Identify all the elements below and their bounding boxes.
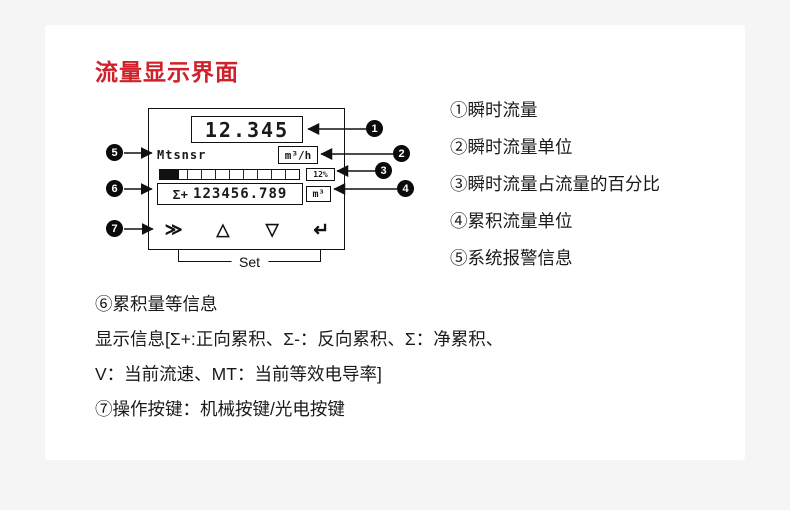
total-unit-value: m³: [312, 188, 325, 200]
instant-unit-value: m³/h: [284, 148, 312, 162]
note-line-2: 显示信息[Σ+:正向累积、Σ-：反向累积、Σ：净累积、: [95, 329, 504, 349]
instant-unit-box: m³/h: [278, 146, 318, 164]
note-line-1: ⑥累积量等信息: [95, 294, 218, 314]
note-line-4: ⑦操作按键：机械按键/光电按键: [95, 399, 345, 419]
legend-list: ①瞬时流量 ②瞬时流量单位 ③瞬时流量占流量的百分比 ④累积流量单位 ⑤系统报警…: [450, 99, 660, 269]
legend-item-4: ④累积流量单位: [450, 211, 573, 231]
total-prefix: Σ+: [172, 186, 189, 202]
notes-block: ⑥累积量等信息 显示信息[Σ+:正向累积、Σ-：反向累积、Σ：净累积、 V：当前…: [95, 287, 705, 427]
alarm-text: Mtsnsr: [157, 148, 207, 162]
legend-item-2: ②瞬时流量单位: [450, 137, 573, 157]
callout-badge-6: 6: [106, 180, 123, 197]
percent-bar-ticks: [160, 170, 299, 179]
button-row: ≫ △ ▽ ↵: [149, 215, 346, 245]
skip-button-icon: ≫: [164, 220, 183, 239]
legend-item-5: ⑤系统报警信息: [450, 248, 573, 268]
device-panel: 12.345 Mtsnsr m³/h 12% Σ+ 123456.789 m³ …: [148, 108, 345, 250]
content-card: 流量显示界面 12.345 Mtsnsr m³/h 12% Σ+ 123456.…: [45, 25, 745, 460]
legend-item-1: ①瞬时流量: [450, 100, 538, 120]
set-bracket: Set: [178, 250, 321, 270]
set-label: Set: [230, 253, 269, 270]
callout-badge-2: 2: [393, 145, 410, 162]
callout-badge-7: 7: [106, 220, 123, 237]
instant-flow-value: 12.345: [204, 117, 290, 142]
percent-box: 12%: [306, 168, 335, 181]
percent-bar: [159, 169, 300, 180]
page-title: 流量显示界面: [95, 59, 239, 85]
down-button-icon: ▽: [265, 220, 279, 239]
callout-badge-1: 1: [366, 120, 383, 137]
total-flow-display: Σ+ 123456.789: [157, 183, 303, 205]
flowmeter-diagram: 12.345 Mtsnsr m³/h 12% Σ+ 123456.789 m³ …: [45, 25, 745, 460]
callout-badge-3: 3: [375, 162, 392, 179]
note-line-3: V：当前流速、MT：当前等效电导率]: [95, 364, 382, 384]
up-button-icon: △: [216, 220, 230, 239]
legend-item-3: ③瞬时流量占流量的百分比: [450, 174, 660, 194]
callout-badge-5: 5: [106, 144, 123, 161]
callout-badge-4: 4: [397, 180, 414, 197]
total-unit-box: m³: [306, 186, 331, 202]
enter-button-icon: ↵: [313, 219, 330, 241]
instant-flow-display: 12.345: [191, 116, 303, 143]
percent-value: 12%: [313, 170, 328, 179]
total-value: 123456.789: [193, 186, 288, 202]
